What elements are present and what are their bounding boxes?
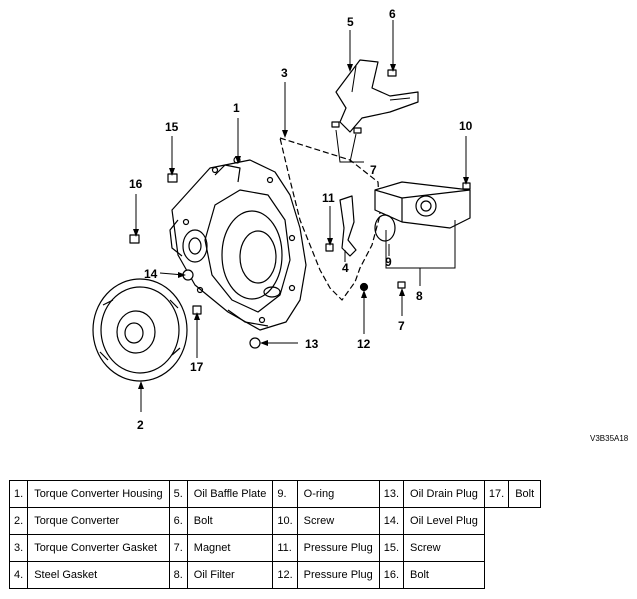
arrowheads [133, 64, 469, 389]
legend-row: 4. Steel Gasket 8. Oil Filter 12. Pressu… [8, 561, 541, 589]
oil-baffle-plate [335, 59, 419, 133]
legend-label: Pressure Plug [296, 534, 380, 562]
legend-num: 8. [168, 561, 188, 589]
torque-converter-gasket [279, 137, 381, 301]
callout-3: 3 [281, 66, 288, 80]
legend-row: 2. Torque Converter 6. Bolt 10. Screw 14… [8, 507, 541, 535]
callout-17: 17 [190, 360, 204, 374]
legend-empty [484, 508, 540, 535]
legend-num: 13. [378, 480, 405, 508]
legend-label: Oil Baffle Plate [186, 480, 274, 508]
leader-lines [135, 20, 467, 412]
callout-8: 8 [416, 289, 423, 303]
callout-12: 12 [357, 337, 371, 351]
torque-converter [92, 278, 188, 382]
callout-labels: 1 2 3 4 5 6 7 7 8 9 10 11 12 13 14 15 16… [129, 7, 629, 443]
callout-15: 15 [165, 120, 179, 134]
legend-num: 10. [272, 507, 298, 535]
legend-label: Bolt [403, 561, 485, 589]
callout-13: 13 [305, 337, 319, 351]
torque-converter-housing [169, 156, 307, 331]
legend-num: 11. [272, 534, 298, 562]
oil-filter [374, 181, 471, 229]
legend-label: Screw [403, 534, 485, 562]
legend-label: Oil Drain Plug [403, 480, 485, 508]
legend-label: Pressure Plug [296, 561, 380, 589]
callout-11: 11 [322, 191, 335, 205]
callout-2: 2 [137, 418, 144, 432]
legend-num: 5. [168, 480, 188, 508]
callout-16: 16 [129, 177, 143, 191]
legend-label: O-ring [296, 480, 380, 508]
steel-gasket [339, 195, 357, 257]
legend-num: 6. [168, 507, 188, 535]
callout-10: 10 [459, 119, 473, 133]
legend-label: Torque Converter Gasket [27, 534, 170, 562]
legend-num: 16. [378, 561, 405, 589]
legend-num: 3. [8, 534, 29, 562]
callout-7-top: 7 [370, 163, 377, 177]
legend-label: Oil Level Plug [403, 507, 485, 535]
legend-num: 1. [8, 480, 29, 508]
legend-label: Bolt [186, 507, 274, 535]
legend-label: Steel Gasket [27, 561, 170, 589]
legend-label: Torque Converter [27, 507, 170, 535]
legend-empty [484, 535, 540, 562]
legend-row: 3. Torque Converter Gasket 7. Magnet 11.… [8, 534, 541, 562]
legend-num: 4. [8, 561, 29, 589]
callout-6: 6 [389, 7, 396, 21]
legend-label: Bolt [508, 480, 542, 508]
legend-row: 1. Torque Converter Housing 5. Oil Baffl… [8, 480, 542, 508]
callout-5: 5 [347, 15, 354, 29]
legend-num: 9. [272, 480, 298, 508]
callout-1: 1 [233, 101, 240, 115]
legend-num: 12. [272, 561, 298, 589]
legend-label: Screw [296, 507, 380, 535]
legend-label: Torque Converter Housing [27, 480, 170, 508]
figure-code: V3B35A18 [590, 434, 629, 443]
legend-num: 14. [378, 507, 405, 535]
parts-legend: 1. Torque Converter Housing 5. Oil Baffl… [8, 480, 542, 589]
callout-14: 14 [144, 267, 158, 281]
callout-9: 9 [385, 255, 392, 269]
legend-empty [484, 562, 540, 589]
legend-num: 15. [378, 534, 405, 562]
legend-num: 7. [168, 534, 188, 562]
callout-7-bottom: 7 [398, 319, 405, 333]
legend-num: 17. [483, 480, 510, 508]
exploded-parts-diagram: 1 2 3 4 5 6 7 7 8 9 10 11 12 13 14 15 16… [92, 7, 629, 443]
legend-num: 2. [8, 507, 29, 535]
callout-4: 4 [342, 261, 349, 275]
legend-label: Oil Filter [186, 561, 274, 589]
legend-label: Magnet [186, 534, 274, 562]
o-ring [374, 214, 396, 242]
